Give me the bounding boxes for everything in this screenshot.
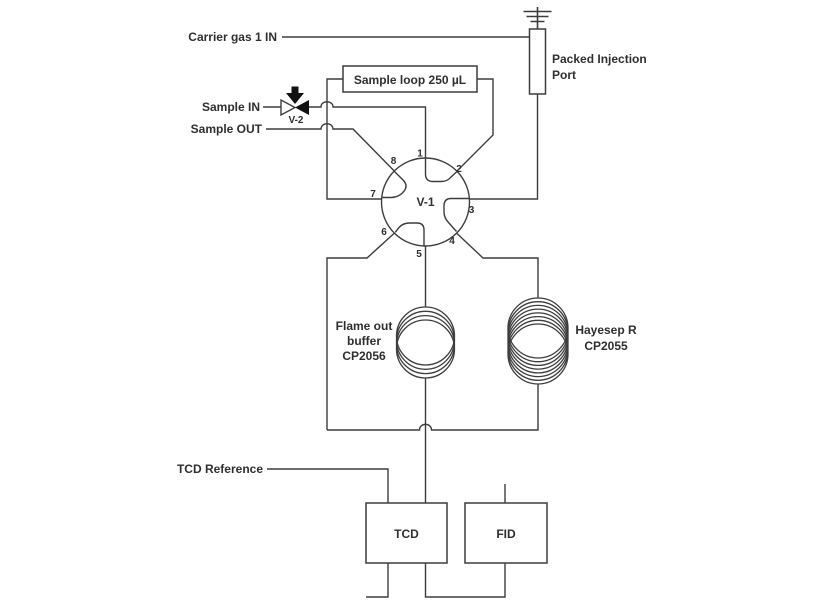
column-coil-ring bbox=[507, 304, 569, 367]
valve-v1-body bbox=[380, 157, 471, 247]
packed-injection-port: Packed Injection Port bbox=[523, 7, 647, 95]
valve-v2: V-2 bbox=[280, 86, 309, 126]
valve-groove-5-6 bbox=[394, 222, 425, 246]
valve-v2-actuator-stem bbox=[291, 86, 299, 95]
valve-port-8: 8 bbox=[391, 156, 397, 167]
line-tcd-reference bbox=[267, 468, 389, 503]
line-port4-to-column bbox=[456, 232, 539, 298]
valve-groove-3-4 bbox=[443, 197, 470, 232]
line-loop-to-port7 bbox=[326, 78, 382, 200]
line-tcd-to-fid bbox=[424, 563, 506, 598]
detector-fid: FID bbox=[464, 502, 548, 564]
fid-box bbox=[464, 502, 548, 564]
injection-port-label-2: Port bbox=[552, 68, 576, 82]
line-sample-out bbox=[266, 123, 395, 172]
valve-v2-right-triangle bbox=[295, 100, 309, 115]
valve-v1-label: V-1 bbox=[416, 195, 434, 209]
sample-loop: Sample loop 250 µL bbox=[342, 65, 478, 93]
column-coil-ring bbox=[507, 323, 569, 385]
tubing-lines bbox=[263, 36, 539, 598]
hayesep-column-coil: Hayesep R CP2055 bbox=[507, 297, 637, 385]
valve-groove-7-8 bbox=[382, 171, 407, 199]
line-bottom-manifold bbox=[327, 384, 539, 431]
valve-port-6: 6 bbox=[381, 227, 387, 238]
tcd-box bbox=[365, 502, 448, 564]
valve-v2-actuator-head bbox=[286, 93, 304, 104]
sample-loop-box bbox=[342, 65, 478, 93]
sample-loop-label: Sample loop 250 µL bbox=[354, 73, 466, 87]
column-label-1: Hayesep R bbox=[575, 323, 637, 337]
column-coil-ring bbox=[507, 315, 569, 378]
flame-out-buffer-coil: Flame out buffer CP2056 bbox=[336, 306, 456, 379]
stream-labels: Carrier gas 1 IN Sample IN Sample OUT TC… bbox=[177, 30, 277, 476]
tcd-label: TCD bbox=[394, 527, 419, 541]
column-coil-ring bbox=[507, 312, 569, 374]
sample-in-label: Sample IN bbox=[202, 100, 260, 114]
line-sample-in bbox=[263, 101, 427, 159]
column-label-2: CP2055 bbox=[584, 339, 628, 353]
injection-port-label-1: Packed Injection bbox=[552, 52, 647, 66]
injection-port-body bbox=[528, 28, 547, 95]
line-tcd-vent bbox=[366, 563, 389, 598]
valve-port-2: 2 bbox=[456, 164, 462, 175]
valve-port-4: 4 bbox=[449, 236, 455, 247]
buffer-coil-ring bbox=[395, 319, 456, 379]
septum-icon bbox=[523, 7, 552, 29]
detector-tcd: TCD bbox=[365, 502, 448, 564]
line-injection-to-port3 bbox=[470, 94, 539, 200]
buffer-label-3: CP2056 bbox=[342, 349, 386, 363]
valve-v1: V-1 1 2 3 4 5 6 7 8 bbox=[370, 149, 475, 261]
buffer-label-1: Flame out bbox=[336, 319, 393, 333]
valve-v2-label: V-2 bbox=[288, 115, 303, 126]
valve-port-3: 3 bbox=[469, 205, 475, 216]
tcd-reference-label: TCD Reference bbox=[177, 462, 263, 476]
valve-port-7: 7 bbox=[370, 189, 376, 200]
valve-port-1: 1 bbox=[417, 149, 423, 160]
valve-v2-left-triangle bbox=[280, 98, 297, 117]
carrier-gas-label: Carrier gas 1 IN bbox=[188, 30, 277, 44]
valve-port-5: 5 bbox=[416, 249, 422, 260]
valve-groove-1-2 bbox=[424, 158, 458, 183]
line-port6-to-manifold bbox=[326, 232, 395, 430]
sample-out-label: Sample OUT bbox=[191, 122, 263, 136]
buffer-label-2: buffer bbox=[347, 334, 381, 348]
column-coil-ring bbox=[507, 308, 569, 370]
fid-label: FID bbox=[496, 527, 516, 541]
line-loop-to-port2 bbox=[456, 78, 494, 172]
